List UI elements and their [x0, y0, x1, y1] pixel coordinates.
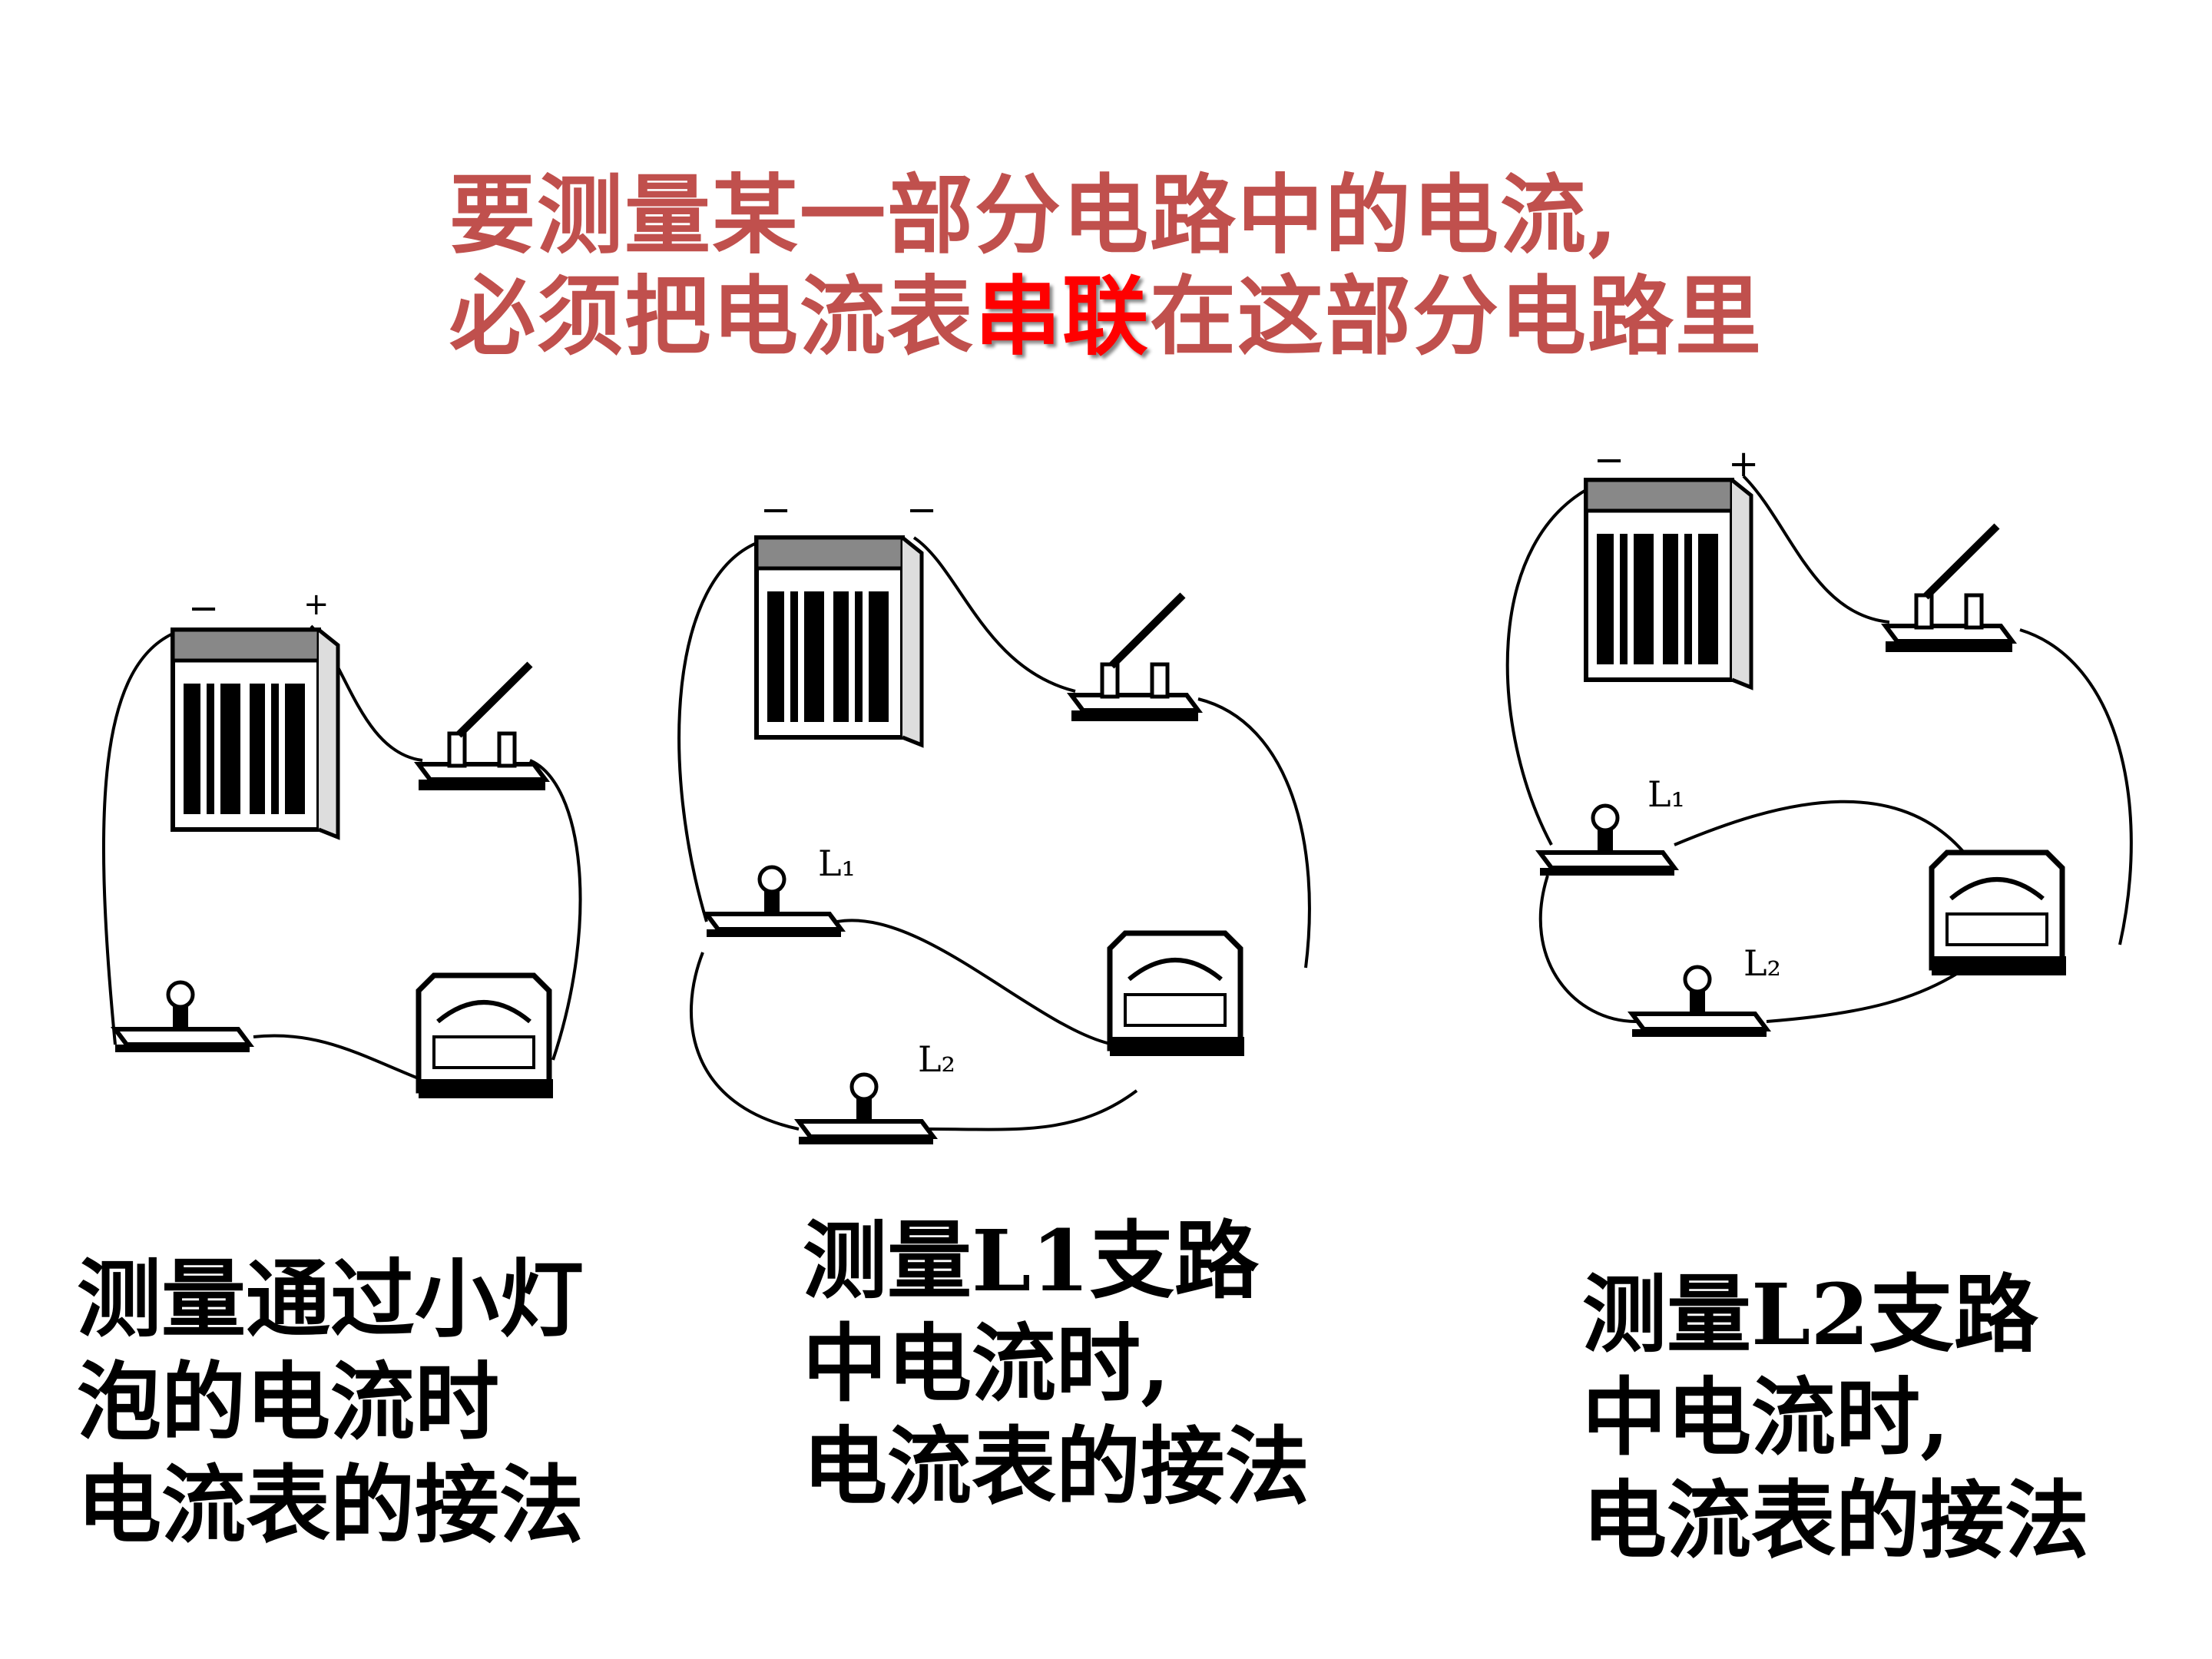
title-emphasis: 串联 [975, 267, 1150, 367]
caption-circuit-1: 测量通过小灯 泡的电流时 电流表的接法 [77, 1248, 584, 1557]
lamp-l2-label: L₂ [1743, 942, 1781, 984]
switch-icon [419, 664, 545, 790]
title-line-2-post: 在这部分电路里 [1150, 267, 1763, 367]
lamp-icon [115, 982, 250, 1052]
ammeter-icon [1932, 853, 2066, 975]
caption-line: 测量L2支路 [1582, 1265, 2038, 1364]
slide-title: 要测量某一部分电路中的电流, 必须把电流表串联在这部分电路里 [449, 165, 1763, 368]
title-line-2-pre: 必须把电流表 [449, 267, 975, 367]
battery-icon [757, 538, 922, 745]
caption-circuit-2: 测量L1支路 中电流时, 电流表的接法 [803, 1210, 1310, 1518]
title-line-2: 必须把电流表串联在这部分电路里 [449, 267, 1763, 368]
caption-line: 测量L1支路 [803, 1211, 1259, 1310]
caption-line: 电流表的接法 [803, 1417, 1310, 1516]
ammeter-icon [1110, 933, 1244, 1056]
caption-line: 泡的电流时 [77, 1353, 499, 1452]
lamp-l1-icon [1540, 806, 1674, 876]
title-line-1: 要测量某一部分电路中的电流, [449, 165, 1619, 266]
caption-line: 中电流时, [1582, 1368, 1950, 1467]
battery-neg-label: − [1594, 439, 1624, 482]
lamp-l1-label: L₁ [1647, 773, 1685, 815]
battery-neg-label: − [760, 488, 791, 531]
switch-icon [1886, 526, 2012, 652]
circuit-1: − + [101, 587, 582, 1098]
circuit-3: − + L₁ L₂ [1505, 439, 2133, 1037]
lamp-l2-icon [799, 1075, 933, 1144]
caption-line: 测量通过小灯 [77, 1250, 584, 1349]
circuit-2: − − L₁ L₂ [677, 488, 1311, 1144]
battery-pos-label: + [1728, 442, 1759, 485]
battery-pos-label: + [303, 587, 329, 622]
battery-icon [173, 630, 338, 837]
lamp-l1-label: L₁ [818, 843, 856, 884]
battery-neg-label: − [188, 587, 219, 630]
battery-pos-label: − [906, 488, 937, 531]
switch-icon [1071, 595, 1198, 721]
caption-line: 中电流时, [803, 1314, 1171, 1413]
ammeter-icon [419, 975, 553, 1098]
lamp-l2-label: L₂ [918, 1038, 955, 1080]
caption-line: 电流表的接法 [77, 1455, 584, 1555]
caption-circuit-3: 测量L2支路 中电流时, 电流表的接法 [1582, 1263, 2089, 1572]
battery-icon [1586, 480, 1751, 687]
caption-line: 电流表的接法 [1582, 1471, 2089, 1570]
